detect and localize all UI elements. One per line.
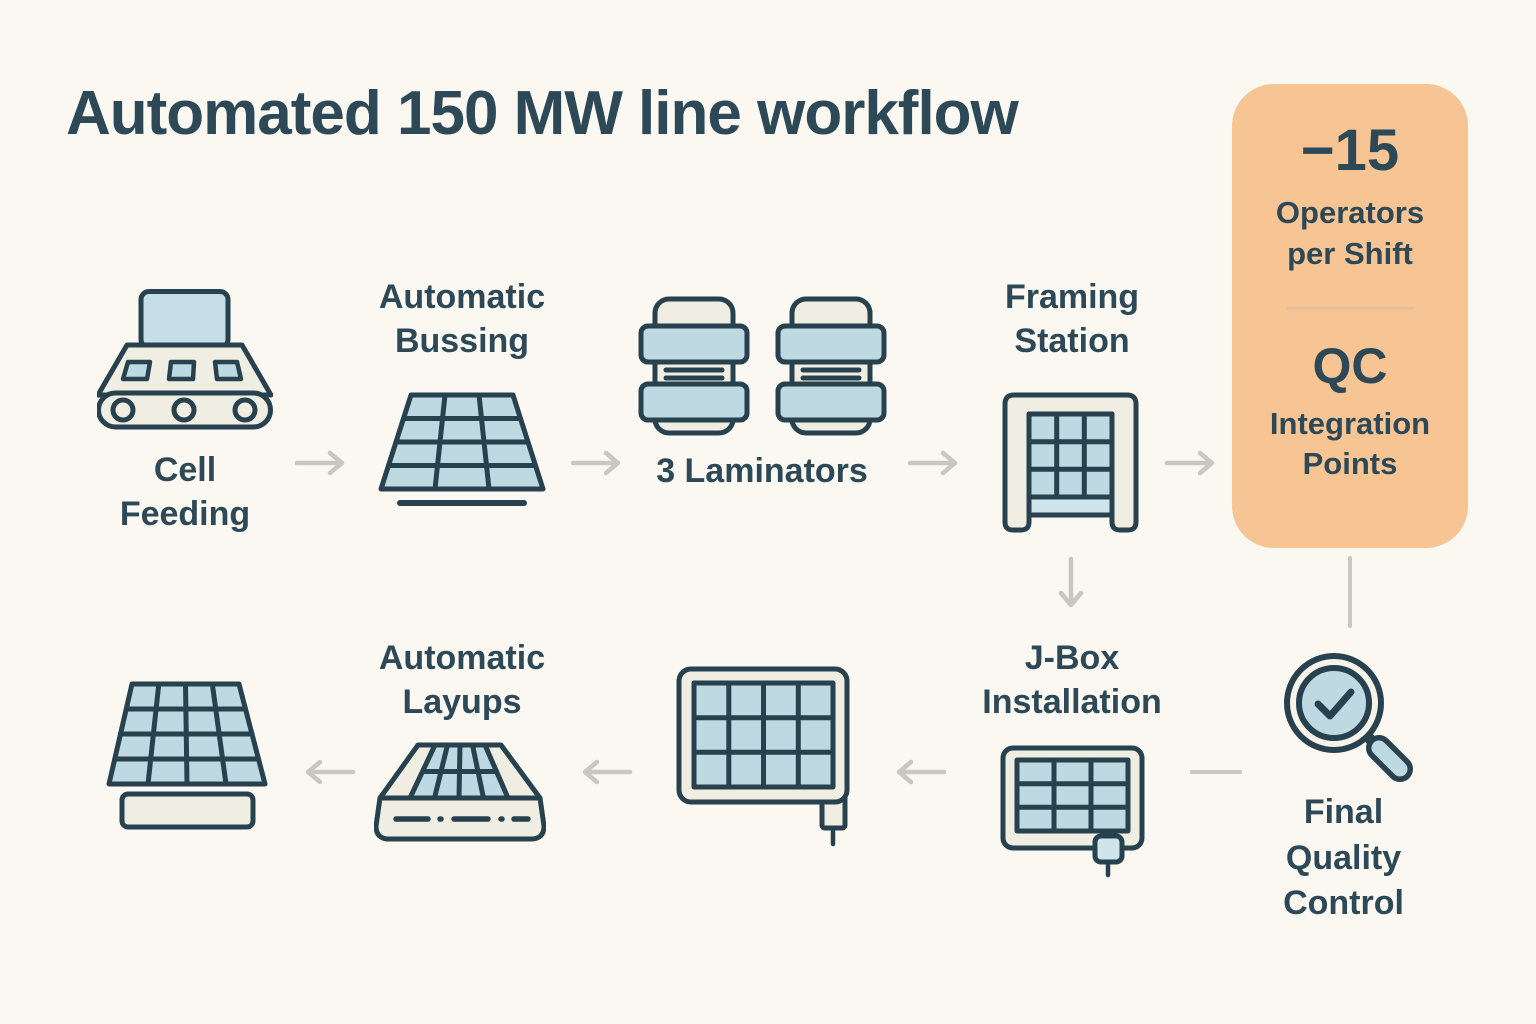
final-qc-to-jbox-line [1190, 770, 1242, 774]
final-qc-icon-box [1282, 651, 1417, 786]
solar-matrix-perspective-icon [378, 392, 546, 506]
flow-arrow-layups-to-finished [300, 757, 356, 787]
laminator-press-icon [775, 296, 887, 436]
framing-press-icon [1002, 392, 1139, 533]
operators-stat-value: −15 [1300, 118, 1400, 183]
laminators-label: 3 Laminators [656, 452, 868, 490]
flow-arrow-feeding-to-bussing [294, 448, 350, 478]
flow-arrow-bussing-to-laminators [570, 448, 626, 478]
cell-feeding-icon-box [97, 289, 273, 430]
qc-label: Integration Points [1269, 405, 1431, 482]
card-divider [1286, 306, 1414, 310]
panel-with-cable-icon [676, 666, 850, 847]
automatic-bussing-icon-box [378, 392, 546, 508]
flow-arrow-jbox-to-panel [891, 757, 947, 787]
jbox-installation-label: J-Box Installation [982, 639, 1162, 721]
cell-feeding-label: Cell Feeding [119, 451, 251, 533]
qc-highlight-card: −15 Operators per Shift QC Integration P… [1232, 84, 1468, 548]
laminator-icon-box-2 [775, 296, 887, 436]
operators-stat-label: Operators per Shift [1275, 194, 1425, 271]
panel-with-cable-icon-box [676, 666, 850, 848]
automatic-bussing-label: Automatic Bussing [378, 278, 546, 360]
laminator-icon-box-1 [638, 296, 750, 436]
qc-value: QC [1312, 338, 1388, 394]
jbox-installation-icon-box [1000, 745, 1145, 878]
flow-arrow-framing-to-qc-card [1164, 448, 1220, 478]
layup-stack-icon [374, 742, 546, 842]
finished-panel-icon-box [106, 681, 269, 830]
automatic-layups-label: Automatic Layups [378, 639, 546, 721]
magnifier-check-icon [1284, 653, 1413, 782]
card-to-final-qc-line [1348, 556, 1352, 628]
flow-arrow-framing-to-jbox [1056, 556, 1086, 614]
laminator-press-icon [638, 296, 750, 436]
panel-junction-box-icon [1000, 745, 1145, 878]
flow-arrow-panel-to-layups [577, 757, 633, 787]
final-qc-label: Final Quality Control [1283, 793, 1404, 923]
automatic-layups-icon-box [374, 742, 546, 846]
framing-station-icon-box [1002, 392, 1140, 534]
page-title: Automated 150 MW line workflow [66, 79, 1019, 148]
flow-arrow-laminators-to-framing [907, 448, 963, 478]
conveyor-feeder-icon [97, 289, 273, 430]
framing-station-label: Framing Station [1004, 278, 1140, 360]
panel-on-pallet-icon [106, 681, 268, 830]
